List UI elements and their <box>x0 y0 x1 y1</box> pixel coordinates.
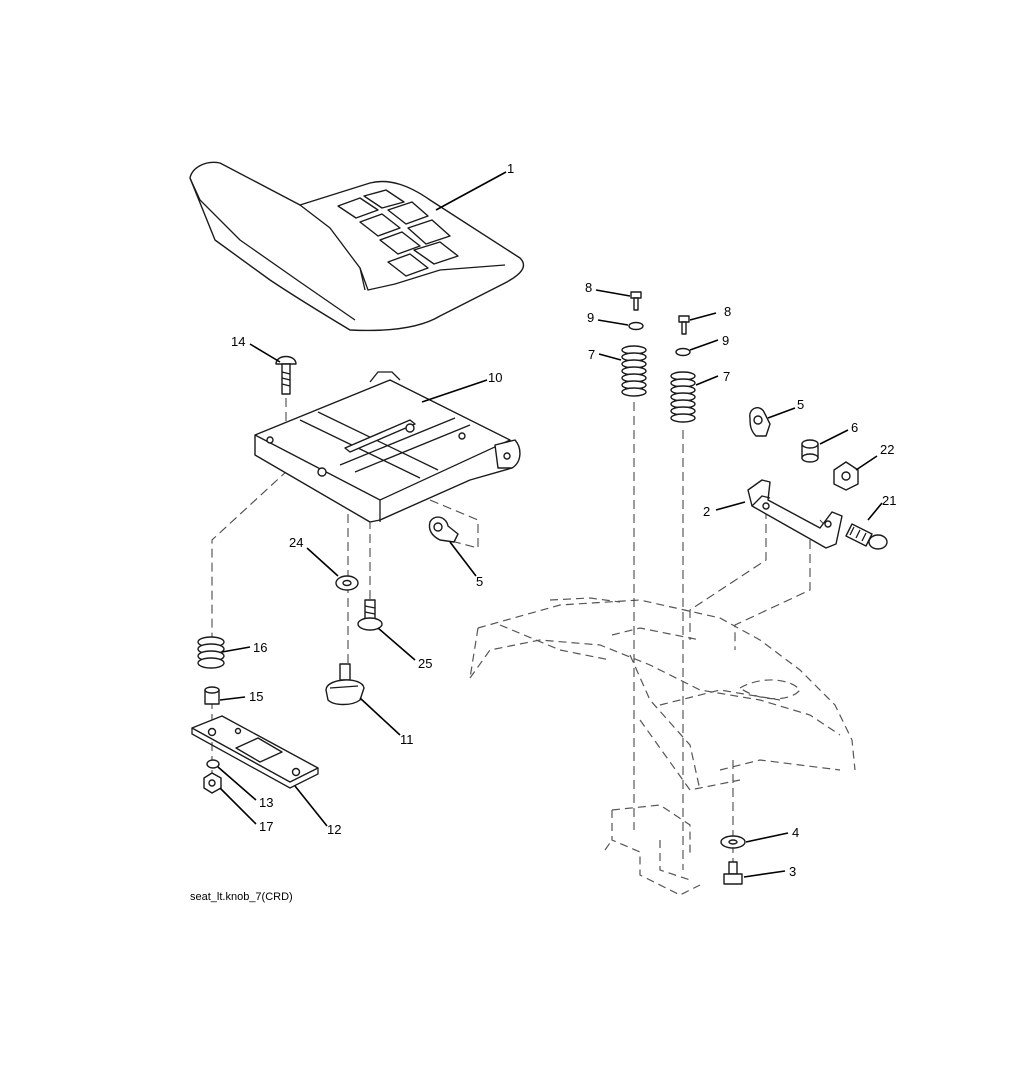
callout-9-left: 9 <box>587 310 594 325</box>
seat-pan <box>254 371 521 523</box>
washer-4 <box>720 835 746 849</box>
callout-22: 22 <box>880 442 894 457</box>
callout-25: 25 <box>418 656 432 671</box>
callout-2: 2 <box>703 504 710 519</box>
callout-11: 11 <box>400 732 414 747</box>
seat-clip-right <box>749 407 771 437</box>
callout-10: 10 <box>488 370 502 385</box>
seat <box>189 161 525 332</box>
bolt-8-right <box>678 315 690 335</box>
callout-7-left: 7 <box>588 347 595 362</box>
seat-bracket <box>747 479 843 549</box>
callout-13: 13 <box>259 795 273 810</box>
seat-clip-left <box>428 516 459 543</box>
spacer-15 <box>204 686 220 705</box>
callout-24: 24 <box>289 535 303 550</box>
spring-16 <box>197 636 225 669</box>
nut-13 <box>206 759 220 769</box>
callout-3: 3 <box>789 864 796 879</box>
callout-12: 12 <box>327 822 341 837</box>
callout-5-left: 5 <box>476 574 483 589</box>
callout-21: 21 <box>882 493 896 508</box>
spring-7-left <box>621 345 647 397</box>
fender-ghost-outline <box>469 597 856 896</box>
shoulder-bolt-21 <box>845 523 888 550</box>
callout-1: 1 <box>507 161 514 176</box>
callout-5-right: 5 <box>797 397 804 412</box>
hex-bolt-3 <box>723 861 743 885</box>
shoulder-bolt <box>357 599 383 631</box>
callout-17: 17 <box>259 819 273 834</box>
seat-knob <box>325 663 365 706</box>
diagram-caption: seat_lt.knob_7(CRD) <box>190 891 293 903</box>
washer-9-right <box>675 347 691 357</box>
seat-grip-pads <box>337 189 459 277</box>
washer-24 <box>335 575 359 591</box>
callout-6: 6 <box>851 420 858 435</box>
nut-17 <box>203 772 222 794</box>
slide-plate <box>191 715 319 789</box>
callout-14: 14 <box>231 334 245 349</box>
callout-labels: 1 10 14 5 24 25 11 16 15 12 13 17 8 9 7 … <box>231 161 896 879</box>
spring-7-right <box>670 371 696 423</box>
washer-9-left <box>628 321 644 331</box>
callout-8-left: 8 <box>585 280 592 295</box>
callout-9-right: 9 <box>722 333 729 348</box>
bolt-8-left <box>630 291 642 311</box>
callout-16: 16 <box>253 640 267 655</box>
nut-22 <box>833 461 859 491</box>
callout-7-right: 7 <box>723 369 730 384</box>
leader-lines <box>217 171 883 878</box>
callout-4: 4 <box>792 825 799 840</box>
callout-8-right: 8 <box>724 304 731 319</box>
callout-15: 15 <box>249 689 263 704</box>
bushing-6 <box>801 439 819 463</box>
carriage-bolt <box>275 355 297 395</box>
